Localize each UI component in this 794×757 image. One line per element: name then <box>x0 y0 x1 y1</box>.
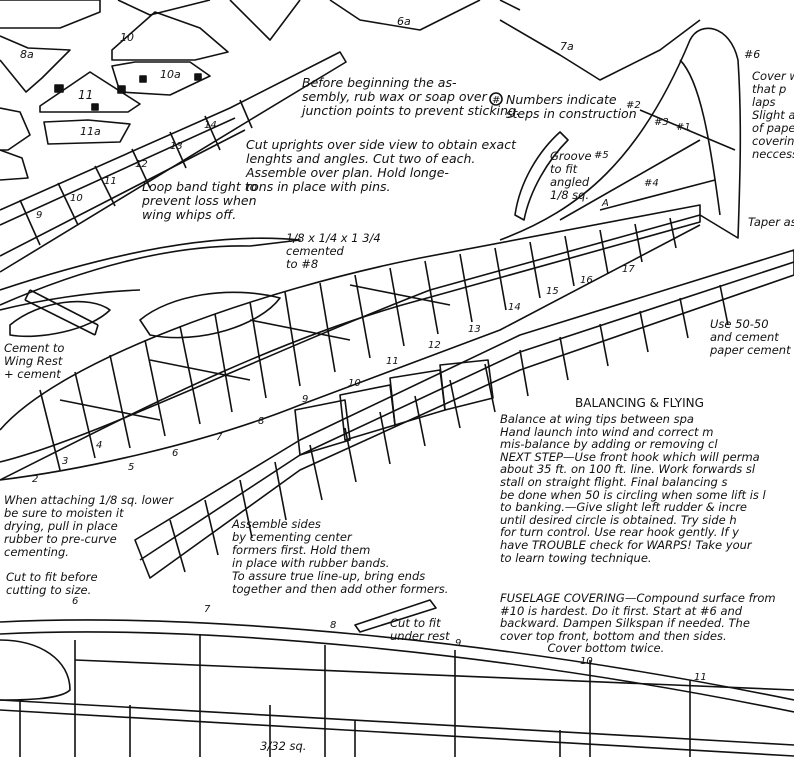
wing-number: 10 <box>70 193 83 204</box>
fuselage-number: 10 <box>348 378 361 389</box>
fuselage-number: 11 <box>386 356 399 367</box>
wing-number: 9 <box>36 210 43 221</box>
label-6a: 6a <box>397 15 411 28</box>
note-wax: Before beginning the as- sembly, rub wax… <box>302 75 520 118</box>
label-10: 10 <box>120 31 134 44</box>
note-dowel: 1/8 x 1/4 x 1 3/4 cemented to #8 <box>286 231 381 271</box>
note-use5050: Use 50-50 and cement paper cement <box>710 317 791 357</box>
note-cut-under: Cut to fit under rest <box>390 616 450 643</box>
fuselage-number: 9 <box>302 394 309 405</box>
fuselage-number: 5 <box>128 462 135 473</box>
step-circle-icon <box>489 92 503 106</box>
note-assemble-sides: Assemble sides by cementing center forme… <box>232 517 449 596</box>
fuselage-number: 7 <box>216 432 223 443</box>
former-templates <box>0 0 701 181</box>
fin-number: #1 <box>676 122 691 133</box>
label-7a: 7a <box>560 40 574 53</box>
fuselage-number: 8 <box>258 416 265 427</box>
label-8a: 8a <box>20 48 34 61</box>
bottom-number: 9 <box>455 638 462 649</box>
fuselage-side-b <box>134 249 794 579</box>
note-cover-right: Cover w that p laps Slight a of pape cov… <box>752 69 794 161</box>
label-10a: 10a <box>160 68 181 81</box>
fin-number: #2 <box>626 100 641 111</box>
fuselage-number: 15 <box>546 286 559 297</box>
note-spar: 3/32 sq. <box>260 739 307 753</box>
cut-strip <box>354 599 437 633</box>
fuselage-number: 6 <box>172 448 179 459</box>
fuselage-covering-text: FUSELAGE COVERING—Compound surface from … <box>500 591 776 656</box>
fuselage-number: 3 <box>62 456 69 467</box>
bottom-plan-view <box>0 619 794 757</box>
fuselage-number: 16 <box>580 275 593 286</box>
bottom-number: 10 <box>580 656 593 667</box>
fuselage-number: 4 <box>96 440 103 451</box>
fin-number: #3 <box>654 117 669 128</box>
fuselage-side-a <box>0 204 701 481</box>
wing-number: 13 <box>170 141 183 152</box>
bottom-number: 11 <box>694 672 707 683</box>
note-taper: Taper as <box>748 215 794 229</box>
bottom-number: 8 <box>330 620 337 631</box>
note-numbers: Numbers indicate steps in construction <box>506 92 637 121</box>
note-cement-wing: Cement to Wing Rest + cement <box>4 341 65 381</box>
step-mark: # <box>492 95 501 106</box>
note-groove: Groove to fit angled 1/8 sq. <box>550 149 592 202</box>
bottom-number: 7 <box>204 604 211 615</box>
wing-number: 12 <box>135 159 148 170</box>
label-11a: 11a <box>80 125 101 138</box>
fuselage-number: 13 <box>468 324 481 335</box>
note-attach: When attaching 1/8 sq. lower be sure to … <box>4 493 174 559</box>
fuselage-number: 14 <box>508 302 521 313</box>
label-6: #6 <box>744 48 761 61</box>
wing-rest <box>9 289 281 339</box>
wing-number: 14 <box>204 120 217 131</box>
fuselage-number: 17 <box>622 264 635 275</box>
bottom-number: 6 <box>72 596 79 607</box>
note-cut-fit: Cut to fit before cutting to size. <box>6 570 98 597</box>
fuselage-number: 12 <box>428 340 441 351</box>
balancing-text: Balance at wing tips between spa Hand la… <box>500 412 766 565</box>
wing-number: 11 <box>104 176 117 187</box>
wing-panel <box>0 51 347 311</box>
fin-number: A <box>602 198 609 209</box>
tail-fin <box>499 27 742 241</box>
note-uprights: Cut uprights over side view to obtain ex… <box>246 137 516 194</box>
balancing-title: BALANCING & FLYING <box>575 396 704 410</box>
fin-number: #5 <box>594 150 609 161</box>
fin-number: #4 <box>644 178 659 189</box>
fuselage-number: 2 <box>32 474 39 485</box>
note-loop: Loop band tight to prevent loss when win… <box>142 179 258 222</box>
label-11: 11 <box>78 88 94 102</box>
